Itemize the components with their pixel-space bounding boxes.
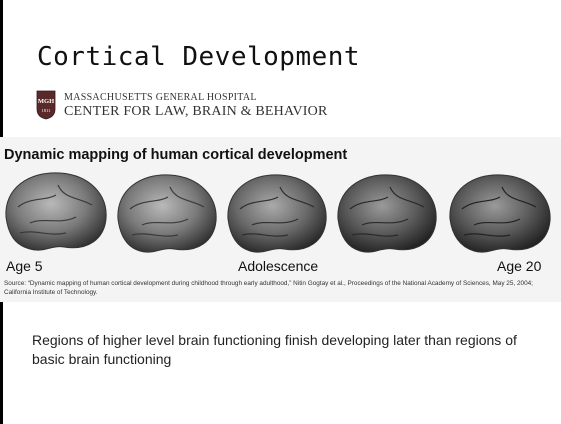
brain-age5	[5, 172, 107, 251]
label-age-20: Age 20	[497, 258, 542, 274]
figure-heading: Dynamic mapping of human cortical develo…	[4, 147, 348, 163]
label-age-5: Age 5	[6, 258, 43, 274]
slide-body-text: Regions of higher level brain functionin…	[32, 332, 517, 367]
brain-images	[5, 172, 551, 253]
brain-adolescence	[227, 174, 327, 253]
slide-title: Cortical Development	[37, 42, 361, 72]
label-adolescence: Adolescence	[238, 258, 319, 274]
brain-4	[337, 174, 437, 253]
brain-age20	[449, 174, 551, 253]
figure-source-citation: Source: “Dynamic mapping of human cortic…	[4, 280, 533, 296]
svg-text:MGH: MGH	[38, 98, 54, 105]
org-name-line1: MASSACHUSETTS GENERAL HOSPITAL	[64, 92, 257, 103]
org-name-line2: CENTER FOR LAW, BRAIN & BEHAVIOR	[64, 104, 328, 119]
mgh-seal-icon: MGH 1811	[36, 90, 56, 120]
svg-text:1811: 1811	[42, 108, 51, 113]
brain-2	[117, 174, 217, 253]
